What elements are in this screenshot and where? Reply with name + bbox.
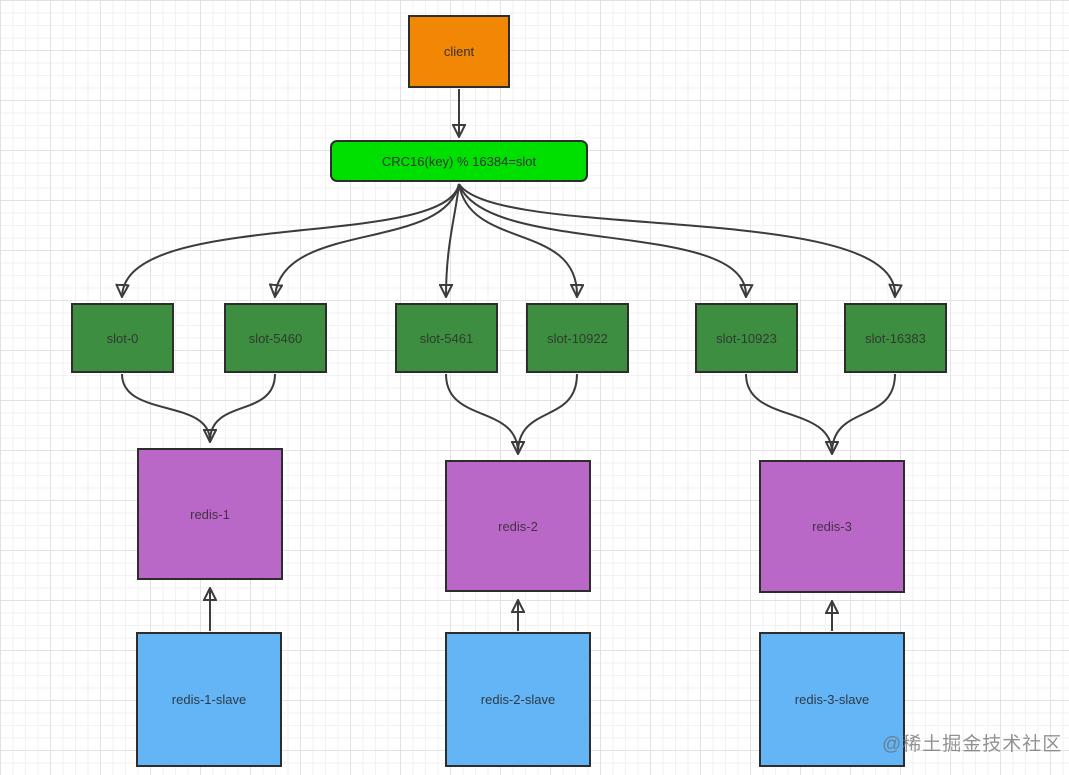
edge-crc-to-slot-10923: [458, 183, 746, 296]
edge-crc-to-slot-5460: [275, 183, 460, 296]
redis-3-label: redis-3: [812, 519, 852, 534]
edge-crc-to-slot-16383: [458, 183, 895, 296]
crc-formula-node: CRC16(key) % 16384=slot: [330, 140, 588, 182]
client-node: client: [408, 15, 510, 88]
edge-crc-to-slot-10922: [458, 183, 577, 296]
redis-1-node: redis-1: [137, 448, 283, 580]
edge-crc-to-slot-5461: [446, 183, 460, 296]
slot-0-label: slot-0: [106, 330, 139, 346]
slot-16383-label: slot-16383: [865, 330, 926, 346]
redis-2-node: redis-2: [445, 460, 591, 592]
edge-slot-5460-to-redis-1: [209, 373, 276, 442]
redis-1-slave-node: redis-1-slave: [136, 632, 282, 767]
slot-10923-label: slot-10923: [716, 330, 777, 346]
client-label: client: [443, 44, 475, 59]
edge-slot-10922-to-redis-2: [517, 373, 578, 454]
slot-10922-node: slot-10922: [526, 303, 629, 373]
redis-2-slave-node: redis-2-slave: [445, 632, 591, 767]
edge-crc-to-slot-0: [122, 183, 460, 296]
redis-2-slave-label: redis-2-slave: [480, 692, 556, 707]
redis-2-label: redis-2: [498, 518, 538, 534]
redis-3-node: redis-3: [759, 460, 905, 593]
crc-formula-label: CRC16(key) % 16384=slot: [381, 153, 537, 169]
slot-16383-node: slot-16383: [844, 303, 947, 373]
slot-5460-label: slot-5460: [248, 330, 303, 346]
edge-slot-16383-to-redis-3: [831, 373, 896, 454]
slot-0-node: slot-0: [71, 303, 174, 373]
redis-1-label: redis-1: [190, 506, 230, 522]
slot-5460-node: slot-5460: [224, 303, 327, 373]
edge-slot-10923-to-redis-3: [745, 373, 832, 453]
redis-3-slave-label: redis-3-slave: [794, 692, 870, 707]
slot-10923-node: slot-10923: [695, 303, 798, 373]
redis-1-slave-label: redis-1-slave: [171, 692, 247, 707]
juejin-watermark: @稀土掘金技术社区: [882, 734, 1063, 755]
slot-10922-label: slot-10922: [547, 330, 608, 346]
edge-slot-0-to-redis-1: [121, 373, 210, 441]
slot-5461-node: slot-5461: [395, 303, 498, 373]
redis-3-slave-node: redis-3-slave: [759, 632, 905, 767]
slot-5461-label: slot-5461: [419, 330, 474, 346]
edge-slot-5461-to-redis-2: [445, 373, 518, 453]
